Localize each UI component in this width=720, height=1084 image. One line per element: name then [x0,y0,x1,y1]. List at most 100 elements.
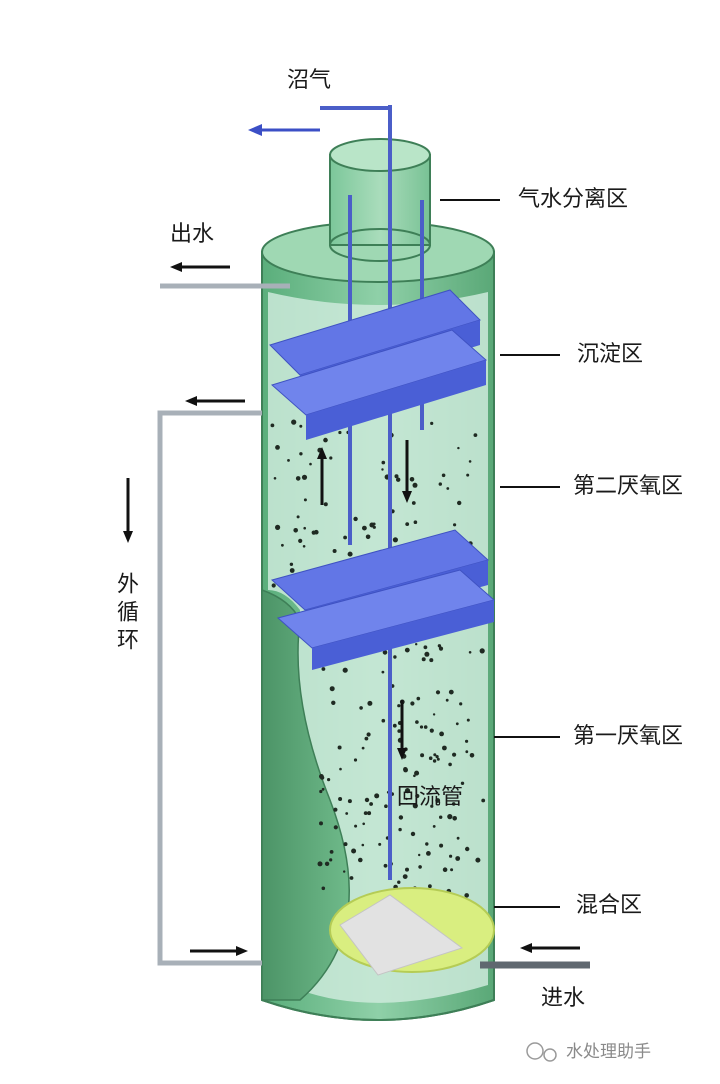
sludge-dot [415,720,419,724]
label-settling-zone: 沉淀区 [577,342,644,367]
sludge-dot [435,755,439,759]
sludge-dot [365,534,371,540]
sludge-dot [439,731,444,737]
sludge-dot [321,787,325,791]
sludge-dot [479,648,485,654]
sludge-dot [332,549,337,553]
sludge-dot [351,848,357,854]
sludge-dot [452,816,458,821]
sludge-dot [451,802,456,806]
sludge-dot [413,774,416,778]
sludge-dot [465,846,470,852]
sludge-dot [397,704,401,708]
sludge-dot [273,477,277,480]
sludge-dot [423,725,428,729]
sludge-dot [321,667,326,671]
sludge-dot [404,788,411,794]
sludge-dot [428,884,432,889]
label-external-circulation: 外循环 [113,572,138,656]
sludge-dot [438,646,444,651]
sludge-dot [295,476,301,481]
sludge-dot [473,433,478,437]
sludge-dot [319,821,323,826]
sludge-dot [445,698,449,702]
sludge-dot [329,686,335,692]
sludge-dot [404,647,410,653]
sludge-dot [426,851,431,856]
mixing-zone-disc [329,887,495,976]
sludge-dot [299,452,303,456]
sludge-dot [398,815,404,820]
sludge-dot [347,551,353,557]
sludge-dot [394,474,399,479]
sludge-dot [337,745,342,750]
label-effluent: 出水 [170,222,215,247]
sludge-dot [430,804,434,808]
sludge-dot [415,643,418,646]
middle-baffles [270,529,496,670]
sludge-dot [349,876,354,880]
sludge-dot [442,867,448,872]
sludge-dot [442,745,447,751]
sludge-dot [309,462,312,466]
label-return-pipe: 回流管 [397,785,464,810]
sludge-dot [468,651,472,654]
sludge-dot [302,545,306,548]
sludge-dot [405,522,410,526]
sludge-dot [287,459,290,462]
sludge-dot [359,706,363,710]
sludge-dot [289,568,295,573]
sludge-dot [281,543,284,547]
sludge-dot [419,725,424,729]
sludge-dot [432,759,437,763]
label-gas-water-separation: 气水分离区 [518,187,629,212]
sludge-dot [412,803,418,809]
sludge-dot [364,736,369,741]
sludge-dot [435,798,441,803]
sludge-dot [329,456,333,460]
sludge-dot [453,523,457,527]
sludge-dot [455,722,459,726]
external-circulation-pipe [157,410,262,966]
sludge-dot [372,525,376,529]
sludge-dot [270,423,275,428]
sludge-dot [366,732,371,737]
sludge-dot [410,831,416,837]
sludge-dot [275,445,280,450]
sludge-dot [466,718,470,722]
sludge-dot [372,522,376,526]
sludge-dot [464,893,470,898]
sludge-dot [412,482,418,488]
sludge-dot [420,753,425,758]
sludge-dot [396,477,401,482]
sludge-dot [450,868,454,872]
sludge-dot [298,538,303,544]
sludge-dot [457,446,460,450]
sludge-dot [293,528,299,533]
sludge-dot [364,797,370,803]
sludge-dot [327,778,331,782]
sludge-dot [435,690,441,695]
sludge-dot [303,526,307,530]
sludge-dot [465,739,469,743]
sludge-dot [358,857,363,863]
sludge-dot [397,880,401,884]
sludge-dot [432,825,436,828]
sludge-dot [403,767,408,773]
sludge-dot [303,498,307,502]
sludge-dot [429,728,434,733]
sludge-dot [289,562,294,566]
sludge-dot [468,460,472,463]
sludge-dot [275,524,281,531]
sludge-dot [319,789,323,794]
leader-lines [440,199,560,908]
sludge-dot [410,701,415,706]
sludge-dot [424,651,430,657]
sludge-dot [475,857,481,863]
sludge-dot [342,667,348,673]
sludge-dot [432,713,436,716]
sludge-dot [319,774,324,779]
sludge-dot [448,762,452,767]
sludge-dot [362,525,367,531]
sludge-dot [333,807,338,812]
